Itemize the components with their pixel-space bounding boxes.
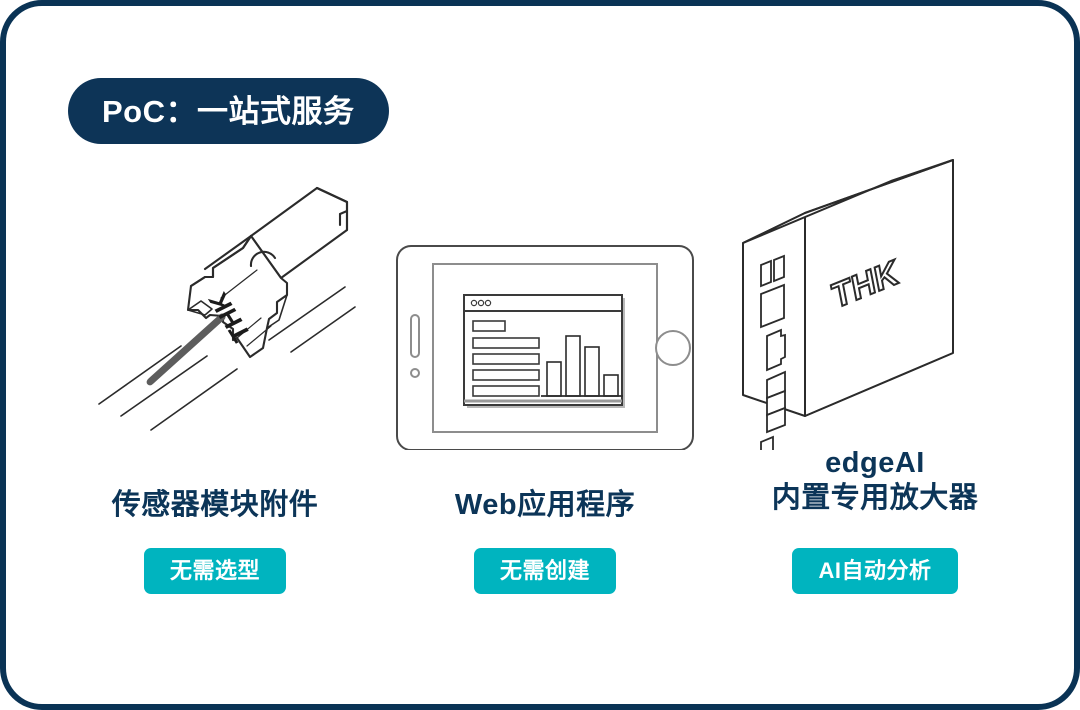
sensor-module-title-line-1: 传感器模块附件 [111,489,319,521]
tablet-illustration [385,150,705,450]
browser-list-rows [472,320,540,397]
edge-ai-pill: AI自动分析 [792,548,958,594]
web-application-pill: 无需创建 [473,548,616,594]
device-ports [760,254,786,450]
browser-bar-chart [541,335,623,397]
edge-ai-illustration: THK [715,150,1035,450]
browser-window-dots [470,299,492,307]
column-sensor-module: THK 传感器模块附件 无需选型 [55,150,375,630]
web-application-title: Web应用程序 [385,488,705,523]
sensor-module-pill: 无需选型 [143,548,286,594]
edge-ai-title-line-2: 内置专用放大器 [771,482,979,515]
edge-ai-title: edgeAI 内置专用放大器 [715,446,1035,517]
poc-badge-label: PoC：一站式服务 [102,93,355,129]
sensor-module-illustration: THK [55,150,375,450]
tablet-power-button [410,314,420,358]
column-edge-ai: THK edgeAI 内置专用放大器 AI自动分析 [715,150,1035,630]
browser-title-bar [463,294,623,312]
poc-badge: PoC：一站式服务 [68,78,389,144]
edge-ai-title-line-1: edgeAI [825,447,925,479]
sensor-module-pill-wrap: 无需选型 [55,548,375,594]
tablet-home-button [655,330,691,366]
web-application-title-line-1: Web应用程序 [454,489,636,521]
web-application-pill-wrap: 无需创建 [385,548,705,594]
device-top-face [742,159,954,244]
column-web-application: Web应用程序 无需创建 [385,150,705,630]
tablet-camera-dot [410,368,420,378]
sensor-module-title: 传感器模块附件 [55,488,375,523]
edge-ai-pill-wrap: AI自动分析 [715,548,1035,594]
